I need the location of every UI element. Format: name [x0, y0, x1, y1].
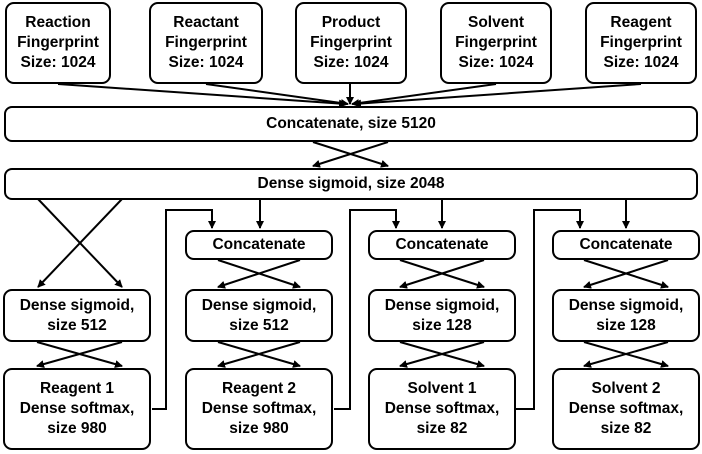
hidden-line: size 128: [412, 316, 472, 334]
input-line: Size: 1024: [20, 54, 96, 71]
input-line: Reaction: [25, 14, 91, 31]
output-line: Dense softmax,: [568, 400, 684, 417]
input-line: Fingerprint: [310, 34, 392, 51]
input-line: Size: 1024: [603, 54, 679, 71]
input-line: Fingerprint: [165, 34, 247, 51]
dense-main-box: Dense sigmoid, size 2048: [4, 168, 698, 200]
output-line: Reagent 2: [221, 380, 297, 397]
hidden-line: Dense sigmoid,: [568, 296, 684, 314]
branch-2-hidden-box: Dense sigmoid, size 512: [185, 289, 333, 342]
output-line: size 82: [600, 420, 652, 437]
reagent-2-output-box: Reagent 2 Dense softmax, size 980: [185, 368, 333, 450]
concatenate-label: Concatenate: [395, 236, 489, 253]
hidden-line: size 512: [229, 316, 289, 334]
input-line: Size: 1024: [313, 54, 389, 71]
input-line: Size: 1024: [168, 54, 244, 71]
reagent-fingerprint-box: Reagent Fingerprint Size: 1024: [585, 2, 697, 84]
branch-3-hidden-box: Dense sigmoid, size 128: [368, 289, 516, 342]
solvent-1-output-box: Solvent 1 Dense softmax, size 82: [368, 368, 516, 450]
output-line: size 980: [47, 420, 107, 437]
branch-2-concatenate-box: Concatenate: [185, 230, 333, 260]
input-line: Fingerprint: [455, 34, 537, 51]
input-line: Fingerprint: [600, 34, 682, 51]
hidden-line: Dense sigmoid,: [201, 296, 317, 314]
hidden-line: size 512: [47, 316, 107, 334]
input-line: Reactant: [173, 14, 239, 31]
input-line: Reagent: [610, 14, 672, 31]
branch-3-concatenate-box: Concatenate: [368, 230, 516, 260]
reagent-1-output-box: Reagent 1 Dense softmax, size 980: [3, 368, 151, 450]
solvent-2-output-box: Solvent 2 Dense softmax, size 82: [552, 368, 700, 450]
output-line: Solvent 1: [407, 380, 477, 397]
output-line: Solvent 2: [591, 380, 661, 397]
concatenate-main-label: Concatenate, size 5120: [266, 115, 436, 132]
output-line: Reagent 1: [39, 380, 115, 397]
output-line: size 82: [416, 420, 468, 437]
solvent-fingerprint-box: Solvent Fingerprint Size: 1024: [440, 2, 552, 84]
hidden-line: size 128: [596, 316, 656, 334]
concatenate-label: Concatenate: [212, 236, 306, 253]
concatenate-label: Concatenate: [579, 236, 673, 253]
output-line: Dense softmax,: [19, 400, 135, 417]
hidden-line: Dense sigmoid,: [384, 296, 500, 314]
input-line: Product: [321, 14, 381, 31]
branch-4-concatenate-box: Concatenate: [552, 230, 700, 260]
product-fingerprint-box: Product Fingerprint Size: 1024: [295, 2, 407, 84]
input-line: Fingerprint: [17, 34, 99, 51]
output-line: size 980: [229, 420, 289, 437]
hidden-line: Dense sigmoid,: [19, 296, 135, 314]
output-line: Dense softmax,: [201, 400, 317, 417]
input-line: Solvent: [468, 14, 524, 31]
dense-main-label: Dense sigmoid, size 2048: [257, 175, 445, 192]
concatenate-main-box: Concatenate, size 5120: [4, 106, 698, 142]
reaction-fingerprint-box: Reaction Fingerprint Size: 1024: [5, 2, 111, 84]
output-line: Dense softmax,: [384, 400, 500, 417]
branch-1-hidden-box: Dense sigmoid, size 512: [3, 289, 151, 342]
reactant-fingerprint-box: Reactant Fingerprint Size: 1024: [149, 2, 263, 84]
branch-4-hidden-box: Dense sigmoid, size 128: [552, 289, 700, 342]
input-line: Size: 1024: [458, 54, 534, 71]
